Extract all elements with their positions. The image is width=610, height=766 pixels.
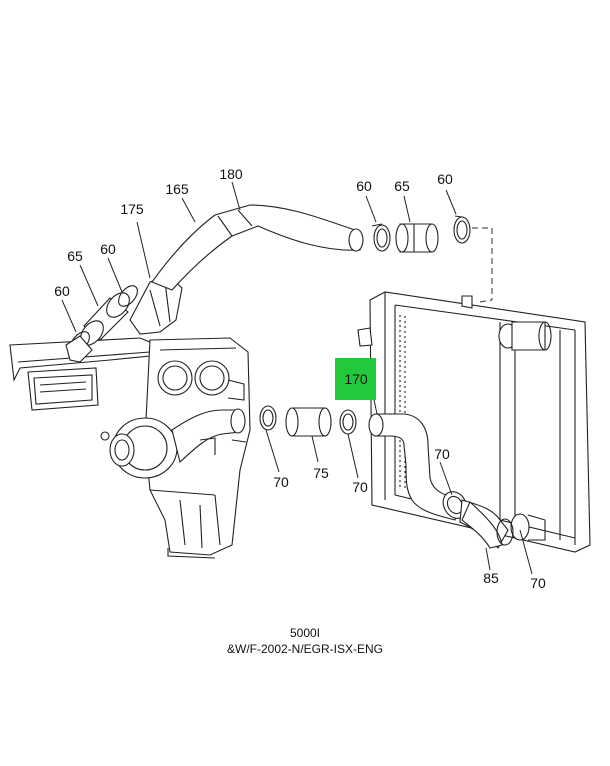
callout-labels: 180 165 175 65 60 60 60 65 60 170 70 75 … (54, 166, 546, 591)
callout-180[interactable]: 180 (219, 166, 243, 182)
callout-70-lower-right[interactable]: 70 (530, 575, 546, 591)
callout-70-mid-left[interactable]: 70 (273, 474, 289, 490)
callout-85[interactable]: 85 (483, 570, 499, 586)
callout-60-top-left[interactable]: 60 (356, 178, 372, 194)
mid-pipe-clamps (259, 405, 357, 437)
callout-75[interactable]: 75 (313, 465, 329, 481)
callout-170[interactable]: 170 (344, 371, 368, 387)
assembly-line (472, 227, 493, 300)
callout-165[interactable]: 165 (165, 181, 189, 197)
figure-code: 5000I (289, 626, 321, 640)
callout-175[interactable]: 175 (120, 201, 144, 217)
leader-lines (61, 181, 533, 575)
callout-70-cooler[interactable]: 70 (434, 446, 450, 462)
hose-65-right (371, 215, 471, 253)
tube-170 (368, 413, 468, 521)
hose-65-left (70, 285, 138, 353)
callout-70-mid-right[interactable]: 70 (352, 479, 368, 495)
turbocharger (100, 408, 246, 479)
callout-65-top[interactable]: 65 (394, 178, 410, 194)
callout-60-top-right[interactable]: 60 (437, 171, 453, 187)
callout-65-left[interactable]: 65 (67, 248, 83, 264)
callout-60-upper-left[interactable]: 60 (100, 241, 116, 257)
hose-adapter (65, 335, 93, 363)
hose-85 (459, 499, 514, 549)
figure-description: &W/F-2002-N/EGR-ISX-ENG (226, 642, 384, 656)
callout-60-lower-left[interactable]: 60 (54, 283, 70, 299)
intake-pipe-165 (151, 204, 364, 291)
part-highlight-170[interactable] (335, 358, 376, 400)
